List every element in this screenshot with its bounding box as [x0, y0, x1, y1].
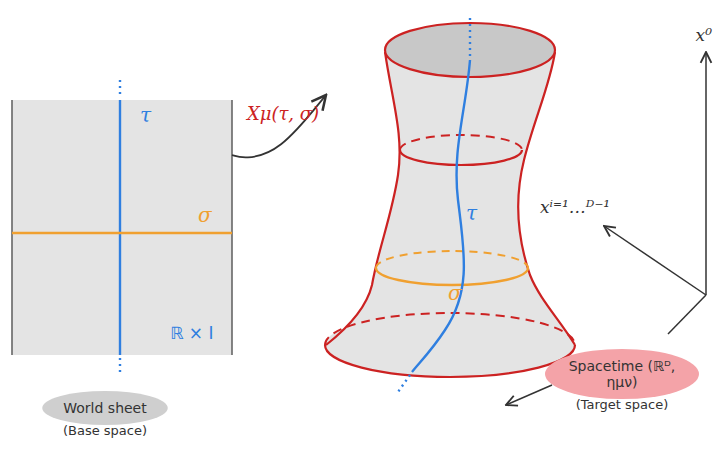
sheet-edge: [11, 100, 13, 355]
axis-third: [668, 295, 706, 334]
node-label: World sheet: [63, 400, 146, 416]
cross-section-front: [400, 150, 522, 165]
axis-xi: [604, 226, 706, 295]
cross-section-back: [400, 135, 522, 150]
world-sheet-tag: World sheet(Base space): [46, 393, 163, 423]
axis-label: x⁰: [696, 26, 712, 46]
pointer-arrow: [506, 385, 552, 405]
tau-dots: [119, 80, 121, 98]
axis-x0: [705, 52, 707, 295]
sigma-loop-back: [376, 251, 528, 268]
name-blob: [42, 391, 167, 425]
tube-fill: [326, 52, 575, 345]
string-tube: τσ: [326, 20, 576, 400]
node-label: τ: [140, 104, 151, 127]
target-blob: [545, 349, 699, 399]
tube-bottom-back: [325, 313, 575, 345]
tau-curve: [412, 60, 470, 372]
world-sheet-fill: [12, 100, 232, 355]
world-sheet: τ σ ℝ × I: [12, 100, 232, 355]
tube-side: [326, 52, 400, 345]
node-sublabel: (Target space): [576, 398, 669, 413]
map-label: Xμ(τ, σ): [247, 104, 319, 125]
node-sublabel: σ: [198, 204, 212, 227]
node-sublabel: σ: [448, 282, 462, 305]
node-label: Spacetime (ℝᴰ, ημν): [566, 358, 678, 390]
tube-bottom-front: [325, 345, 575, 377]
sheet-edge: [231, 100, 233, 355]
axis-label: xⁱ⁼¹…ᴰ⁻¹: [540, 198, 610, 218]
node-label: τ: [466, 202, 477, 225]
node-sublabel: ℝ × I: [170, 324, 214, 344]
tau-dots: [469, 18, 471, 56]
tau-line: [119, 100, 121, 355]
tau-dots: [398, 375, 410, 392]
tau-dots: [119, 358, 121, 376]
mapping-arrow: [232, 95, 326, 157]
target-space-tag: Spacetime (ℝᴰ, ημν)(Target space): [549, 351, 695, 397]
sigma-line: [12, 232, 232, 234]
node-sublabel: (Base space): [63, 424, 147, 439]
